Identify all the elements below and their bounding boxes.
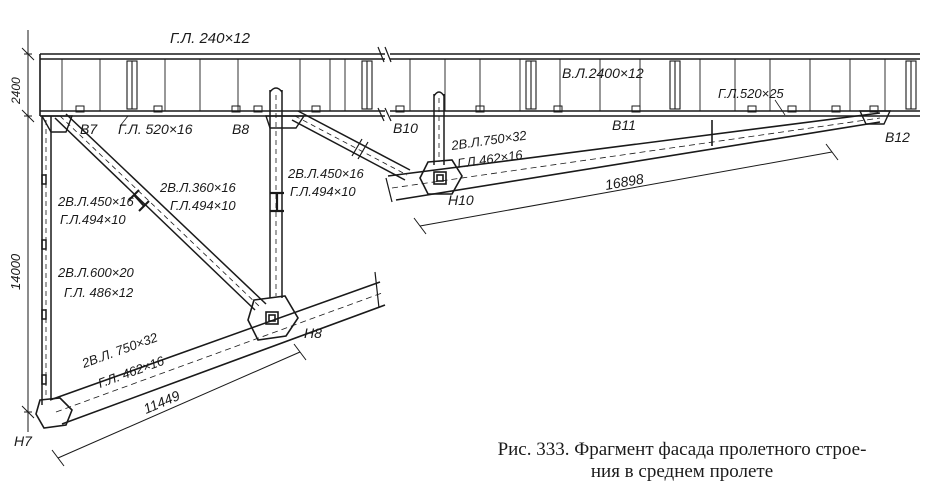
i-section-symbol-mid <box>270 191 284 213</box>
web-splice-plates <box>126 60 917 110</box>
gusset-h8 <box>247 295 299 341</box>
node-b11: В11 <box>612 117 636 133</box>
end-post <box>41 116 52 405</box>
bottom-flange-left-label: Г.Л. 520×16 <box>118 121 193 137</box>
dimension-16898-label: 16898 <box>604 170 645 193</box>
gusset-b12 <box>858 110 892 125</box>
figure-caption: Рис. 333. Фрагмент фасада пролетного стр… <box>432 439 932 483</box>
post-b10-h10 <box>433 91 445 165</box>
brace-b8-h10 <box>291 110 411 181</box>
bolt-plate <box>747 105 757 113</box>
node-h8: Н8 <box>304 325 322 341</box>
bolt-plate <box>395 105 405 113</box>
girder-left <box>39 53 385 117</box>
brace1-spec-line1: 2В.Л.450×16 <box>57 194 135 209</box>
dimension-vertical <box>21 30 35 432</box>
bolt-plate <box>311 105 321 113</box>
chord-h10-b12 <box>385 112 881 203</box>
i-section-symbol-left <box>128 189 150 212</box>
post-spec-line2: Г.Л. 486×12 <box>64 285 134 300</box>
bolt-plate <box>475 105 485 113</box>
top-flange-label: Г.Л. 240×12 <box>170 30 251 47</box>
node-h7: Н7 <box>14 433 33 449</box>
flange-bolt-plates <box>75 105 879 113</box>
bolt-plate <box>553 105 563 113</box>
bolt-plate <box>75 105 85 113</box>
post-spec-line1: 2В.Л.600×20 <box>57 265 135 280</box>
bottom-flange-right-label: Г.Л.520×25 <box>718 86 784 101</box>
dimension-11449 <box>51 343 307 467</box>
node-b8: В8 <box>232 121 249 137</box>
chord-h7-h8 <box>49 271 386 425</box>
gusset-h7 <box>35 397 73 429</box>
height-top-label: 2400 <box>9 77 23 105</box>
brace1-spec-line2: Г.Л.494×10 <box>60 212 126 227</box>
brace3-spec-line2: Г.Л.494×10 <box>290 184 356 199</box>
gusset-h10 <box>419 159 463 195</box>
bolt-plate <box>253 105 263 113</box>
bolt-plate <box>631 105 641 113</box>
web-stiffeners <box>61 59 886 111</box>
brace2-spec-line2: Г.Л.494×10 <box>170 198 236 213</box>
web-plate-label: В.Л.2400×12 <box>562 65 644 81</box>
brace-b7-h8 <box>54 113 267 311</box>
dimension-16898 <box>413 143 839 235</box>
height-total-label: 14000 <box>8 253 23 290</box>
break-marks <box>377 46 392 122</box>
brace3-spec-line1: 2В.Л.450×16 <box>287 166 365 181</box>
node-h10: Н10 <box>448 192 474 208</box>
brace2-spec-line1: 2В.Л.360×16 <box>159 180 237 195</box>
bolt-plate <box>831 105 841 113</box>
caption-line1: Рис. 333. Фрагмент фасада пролетного стр… <box>497 439 867 460</box>
caption-line2: ния в среднем пролете <box>590 461 774 482</box>
node-b10: В10 <box>393 120 418 136</box>
leader-lines <box>119 99 786 127</box>
bolt-plate <box>787 105 797 113</box>
gusset-b7 <box>40 115 74 133</box>
bolt-plate <box>869 105 879 113</box>
node-b7: В7 <box>80 121 98 137</box>
gusset-b8 <box>265 115 306 129</box>
bolt-plate <box>231 105 241 113</box>
bolt-plate <box>153 105 163 113</box>
node-b12: В12 <box>885 129 910 145</box>
